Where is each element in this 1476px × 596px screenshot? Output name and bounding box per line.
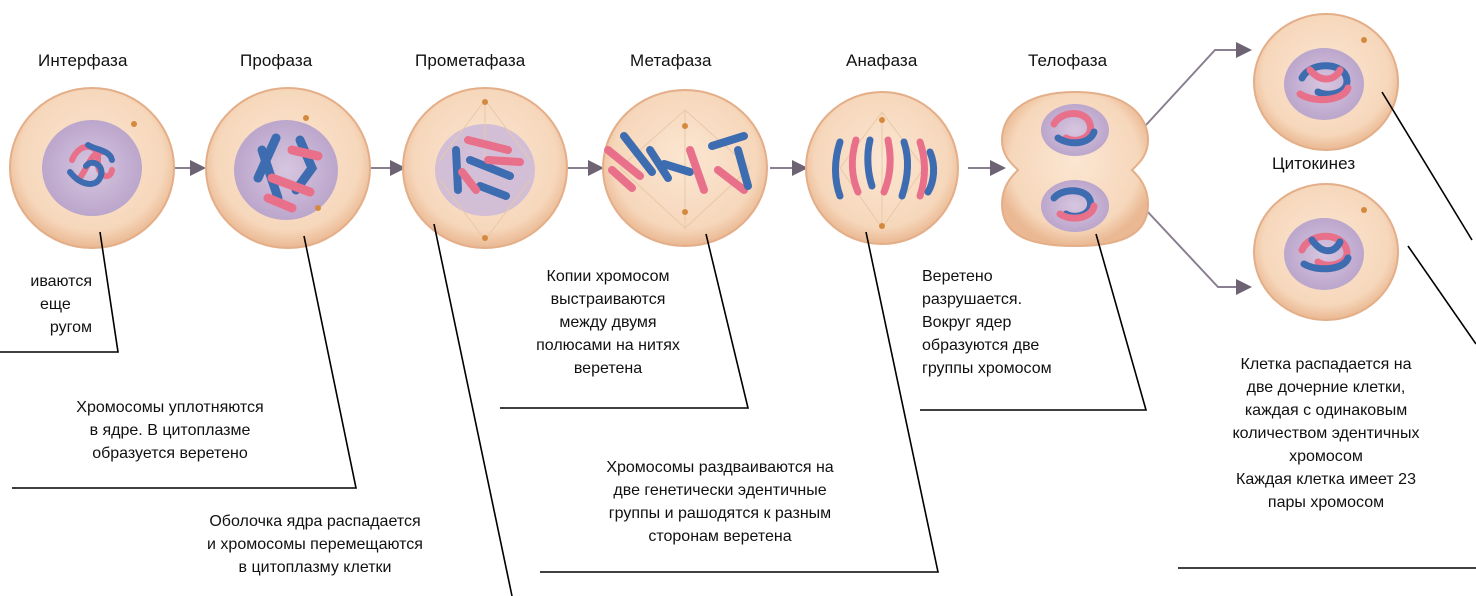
cell-anaphase bbox=[806, 92, 958, 244]
arrow bbox=[1146, 50, 1248, 125]
cell-telophase bbox=[1002, 92, 1148, 246]
cell-daughter-bottom bbox=[1254, 184, 1398, 320]
leader-line bbox=[1408, 246, 1476, 344]
leader-line bbox=[540, 232, 938, 572]
leader-line bbox=[12, 236, 356, 488]
cell-metaphase bbox=[603, 90, 767, 246]
arrow bbox=[1146, 210, 1248, 287]
leader-line bbox=[0, 232, 118, 352]
cell-prophase bbox=[206, 88, 370, 248]
leader-line bbox=[434, 224, 512, 596]
cell-daughter-top bbox=[1254, 14, 1398, 150]
leader-line bbox=[920, 234, 1146, 410]
leader-line bbox=[1382, 92, 1472, 240]
cell-prometaphase bbox=[403, 88, 567, 248]
cell-interphase bbox=[10, 88, 174, 248]
leader-line bbox=[500, 234, 748, 408]
